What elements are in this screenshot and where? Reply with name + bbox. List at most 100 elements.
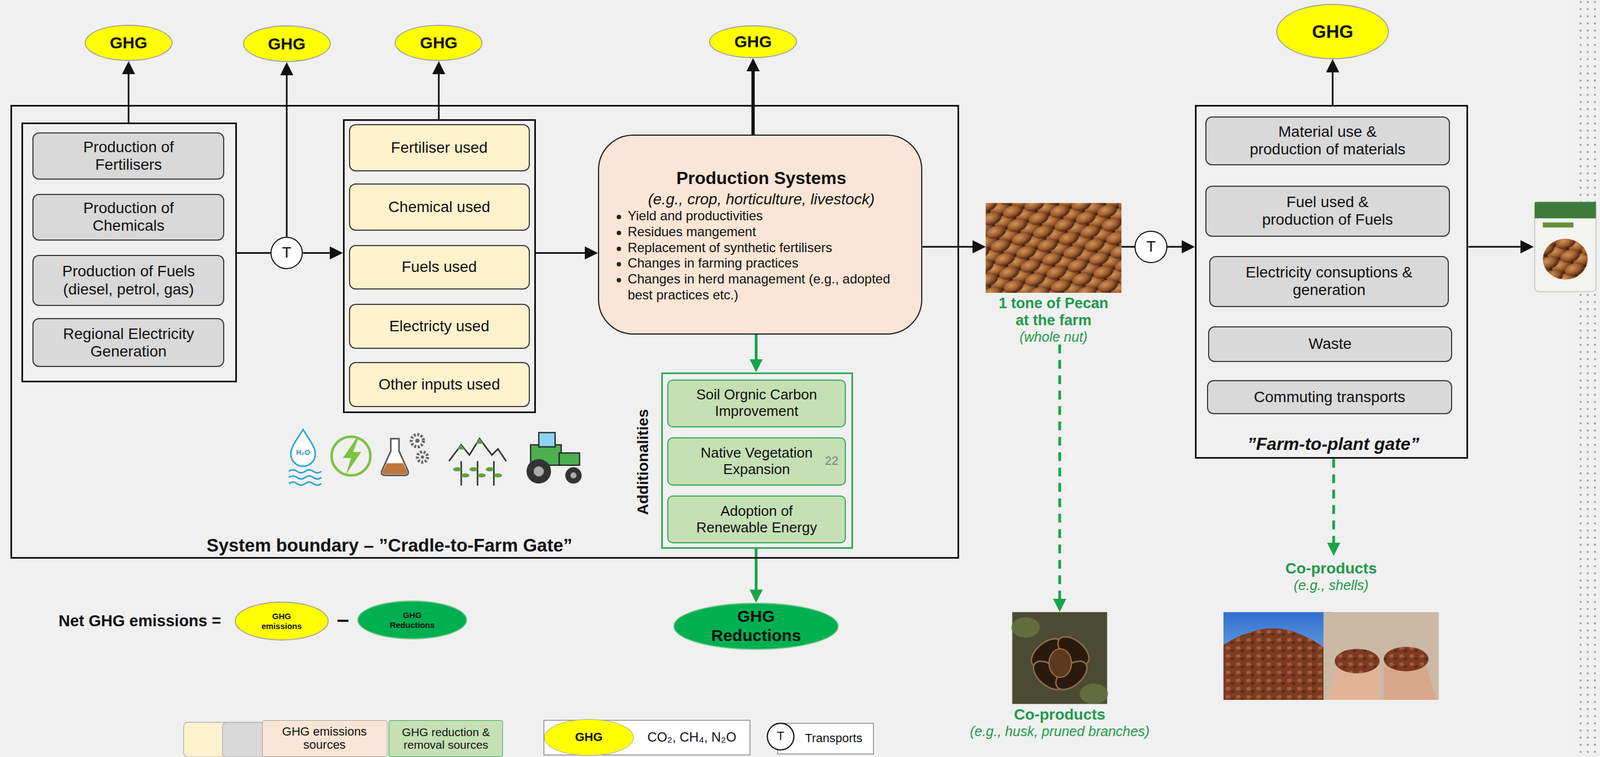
vertical-heading: Additionalities — [634, 409, 653, 516]
text-area: Regional Electricity Generation — [33, 319, 224, 367]
legend-samples — [767, 723, 794, 751]
tractor-icon — [538, 432, 556, 447]
farming-icon — [449, 439, 507, 462]
coproduct-example: (e.g., husk, pruned branches) — [970, 723, 1150, 740]
source-box: Waste — [1208, 326, 1453, 363]
box-heading: Production Systems — [676, 168, 846, 189]
connector-arrow — [438, 69, 440, 120]
husk-photo — [1011, 612, 1109, 705]
node-label: Production of Fuels (diesel, petrol, gas… — [52, 262, 206, 298]
ghg-ellipse: GHG — [242, 25, 331, 63]
connector-group — [128, 67, 1525, 604]
bullet-item: Changes in herd management (e.g., adopte… — [613, 271, 910, 304]
source-box: Fuel used & production of Fuels — [1205, 185, 1451, 237]
shells-picture: Co-products(e.g., shells) — [1223, 556, 1439, 688]
reduction-box: Soil Orgnic Carbon Improvement — [667, 379, 846, 428]
text-area: Electricity consuptions & generation — [1210, 257, 1448, 307]
reduction-box: Adoption of Renewable Energy — [667, 495, 846, 544]
connector-arrow — [1332, 458, 1336, 547]
reduction-box: Native Vegetation Expansion — [667, 437, 846, 486]
node-label: GHG emissions — [256, 611, 308, 631]
shells-photo — [1334, 649, 1380, 674]
shells-photo — [1223, 612, 1439, 701]
connector-arrow — [1331, 68, 1334, 106]
node-label: GHG — [419, 33, 458, 53]
additionality-frame: AdditionalitiesSoil Orgnic Carbon Improv… — [661, 372, 854, 550]
shells-photo — [1383, 646, 1429, 672]
farming-icon — [477, 473, 486, 478]
system-boundary: System boundary – ”Cradle-to-Farm Gate” P… — [10, 104, 960, 559]
ghg-ellipse: GHG emissions — [234, 601, 329, 641]
farming-icon — [449, 439, 507, 486]
shells-photo — [1223, 628, 1331, 701]
boundary-title: System boundary – ”Cradle-to-Farm Gate” — [206, 535, 573, 557]
ghg-ellipse: GHG — [709, 25, 797, 58]
text-area: Co-products(e.g., husk, pruned branches) — [1012, 706, 1108, 740]
text-area: Commuting transports — [1208, 381, 1452, 413]
connector-arrow — [1468, 246, 1525, 248]
node-label: Chemical used — [388, 198, 491, 217]
node-label: GHG — [268, 34, 306, 54]
source-box: Electricity consuptions & generation — [1209, 256, 1449, 308]
husk-photo — [1048, 649, 1072, 678]
source-box: Production of Fertilisers — [32, 132, 225, 180]
text-area: GHG emissions — [235, 602, 328, 640]
connector-arrow — [285, 70, 288, 237]
node-label: GHG — [109, 33, 148, 53]
source-group: Production of FertilisersProduction of C… — [21, 122, 237, 383]
text-area: GHG Reductions — [358, 601, 467, 639]
chemical-icon — [381, 439, 409, 476]
source-box: Commuting transports — [1207, 380, 1453, 414]
node-label: Fertiliser used — [390, 139, 488, 157]
legend-samples — [183, 720, 874, 757]
icon-text: H₂O — [296, 449, 310, 457]
product-bag — [1534, 202, 1596, 292]
legend-text: GHG reduction & removal sources — [392, 726, 500, 752]
husk-picture: Co-products(e.g., husk, pruned branches) — [1012, 612, 1108, 740]
text-area: Additionalities — [628, 374, 660, 551]
chemical-icon — [417, 452, 428, 463]
node-label: Commuting transports — [1253, 388, 1405, 407]
legend-text: CO₂, CH₄, N₂O — [647, 730, 737, 745]
bullet-dot — [616, 278, 622, 283]
text-area: GHG — [710, 26, 796, 57]
text-area: GHG Reductions — [674, 604, 838, 649]
text-area: System boundary – ”Cradle-to-Farm Gate” — [134, 530, 645, 562]
bullet-dot — [616, 230, 622, 236]
water-icon — [288, 475, 321, 480]
text-area — [1533, 202, 1597, 292]
bullet-dot — [616, 214, 622, 220]
text-area: GHG — [85, 25, 172, 61]
pecan-caption: 1 tone of Pecan at the farm — [994, 295, 1112, 330]
husk-photo — [1011, 617, 1040, 639]
coproduct-title: Co-products — [1285, 560, 1377, 578]
transport-circle: T — [1134, 230, 1167, 264]
formula-text: Net GHG emissions = — [58, 612, 221, 631]
tractor-icon — [526, 459, 552, 485]
node-label: T — [281, 244, 292, 262]
product-bag — [1534, 202, 1596, 292]
source-box: Production of Chemicals — [32, 194, 225, 241]
connector-arrow — [754, 334, 758, 364]
node-label: Adoption of Renewable Energy — [685, 503, 829, 537]
bullet-item: Changes in farming practices — [613, 255, 910, 272]
shells-photo — [1323, 612, 1439, 701]
legend-text: Transports — [805, 732, 863, 746]
chemical-icon — [415, 439, 420, 444]
node-label: Native Vegetation Expansion — [685, 445, 829, 479]
text-area: Chemical used — [350, 184, 529, 230]
watermark-number: 22 — [825, 454, 839, 468]
text-area: Production of Fertilisers — [33, 133, 224, 179]
source-box: Regional Electricity Generation — [32, 318, 225, 368]
pecan-picture: 1 tone of Pecan at the farm(whole nut) — [985, 202, 1122, 345]
tractor-icon — [565, 467, 583, 485]
farming-icon — [452, 467, 462, 472]
farm-to-plant-frame: ”Farm-to-plant gate”Material use & produ… — [1194, 104, 1469, 459]
water-icon — [288, 429, 321, 486]
box-subheading: (e.g., crop, horticulture, livestock) — [648, 190, 875, 209]
water-icon — [290, 429, 316, 467]
text-area: GHG — [244, 26, 330, 62]
legend-text: GHG emissions sources — [278, 725, 371, 752]
text-area: Production of Fuels (diesel, petrol, gas… — [33, 256, 224, 306]
